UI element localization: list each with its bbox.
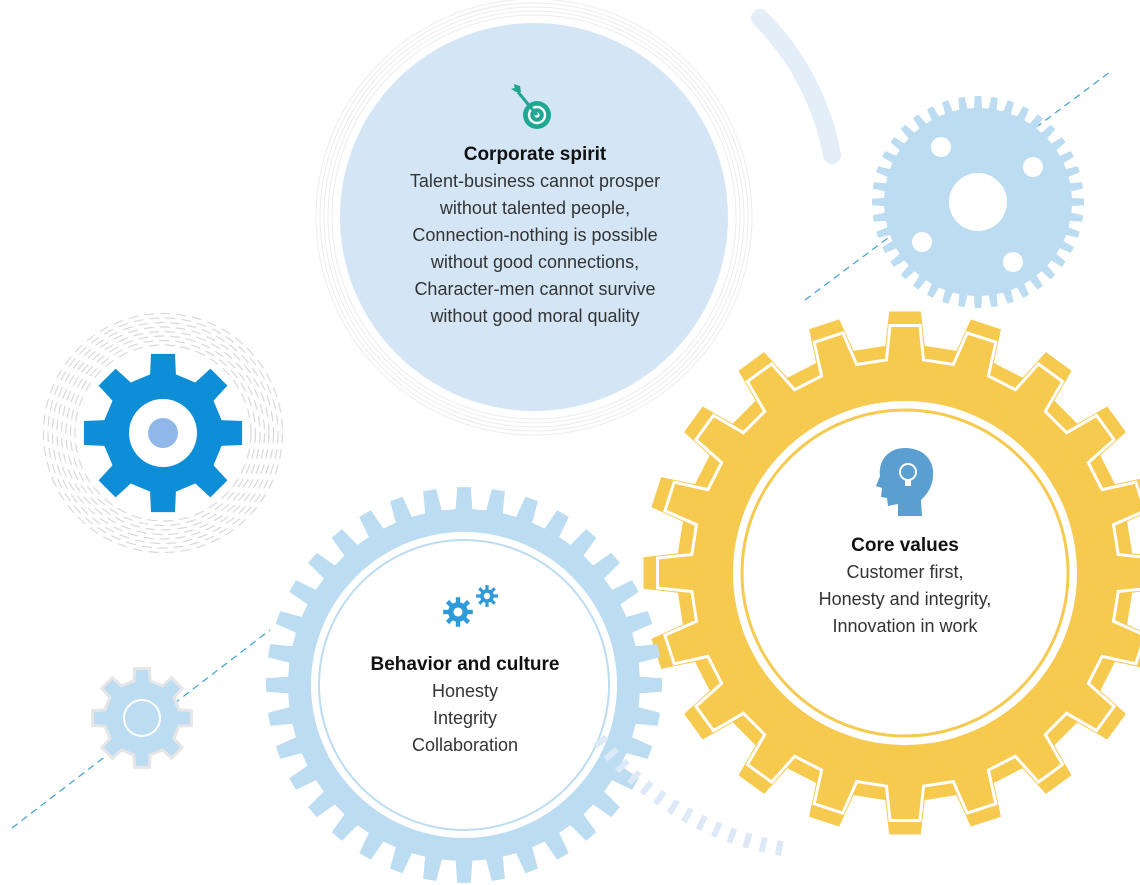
dashed-line-upper (804, 71, 1111, 301)
head-lightbulb-icon (876, 448, 934, 516)
corporate-spirit-line: Character-men cannot survive (414, 279, 656, 299)
gear-inner-outline (656, 324, 1140, 822)
behavior-culture-block: Behavior and culture Honesty Integrity C… (330, 652, 600, 759)
decorative-ring (56, 326, 270, 540)
corporate-spirit-line: without talented people, (439, 198, 631, 218)
tick-mark (614, 758, 630, 774)
behavior-culture-line: Integrity (432, 708, 498, 728)
behavior-culture-line: Honesty (431, 681, 499, 701)
tick-mark (680, 807, 694, 824)
tick-mark (666, 799, 680, 815)
decorative-ring (42, 312, 284, 554)
tick-mark (758, 836, 768, 853)
tick-mark (695, 814, 708, 831)
tick-mark (627, 769, 642, 785)
spirit-circle (340, 23, 728, 411)
core-values-block: Core values Customer first, Honesty and … (760, 533, 1050, 640)
decorative-ring (47, 317, 279, 549)
target-arrow-icon (511, 84, 551, 129)
decorative-ticks (593, 734, 784, 856)
tick-mark (710, 821, 723, 838)
decorative-arc (751, 9, 841, 164)
decorative-ring (69, 339, 257, 527)
core-values-line: Customer first, (846, 562, 964, 582)
light-blue-gear-top-right (872, 96, 1084, 308)
corporate-spirit-line: without good moral quality (430, 306, 640, 326)
tick-mark (726, 827, 738, 844)
decorative-ring (74, 344, 252, 522)
decorative-ring (51, 321, 275, 545)
tick-mark (593, 734, 609, 749)
corporate-spirit-line: without good connections, (430, 252, 640, 272)
gear-body (91, 667, 193, 769)
behavior-culture-title: Behavior and culture (370, 654, 560, 675)
core-values-title: Core values (851, 535, 959, 556)
behavior-culture-line: Collaboration (411, 735, 519, 755)
spirit-circle-group (315, 0, 753, 436)
tick-mark (603, 746, 619, 762)
corporate-spirit-line: Connection-nothing is possible (412, 225, 658, 245)
corporate-spirit-block: Corporate spirit Talent-business cannot … (335, 142, 735, 330)
deep-blue-gear-left (42, 312, 284, 554)
yellow-gear (643, 311, 1140, 835)
twin-gears-icon (443, 585, 498, 627)
corporate-spirit-title: Corporate spirit (463, 144, 607, 165)
tick-mark (639, 780, 654, 796)
decorative-ring (65, 335, 261, 531)
tick-mark (742, 832, 753, 849)
tick-mark (774, 840, 784, 856)
core-values-line: Honesty and integrity, (818, 589, 992, 609)
corporate-spirit-line: Talent-business cannot prosper (409, 171, 661, 191)
light-blue-gear-bottom (266, 487, 662, 883)
tick-mark (652, 789, 667, 806)
small-gear-bottom-left (91, 667, 193, 769)
core-values-line: Innovation in work (832, 616, 978, 636)
decorative-ring (60, 330, 266, 536)
